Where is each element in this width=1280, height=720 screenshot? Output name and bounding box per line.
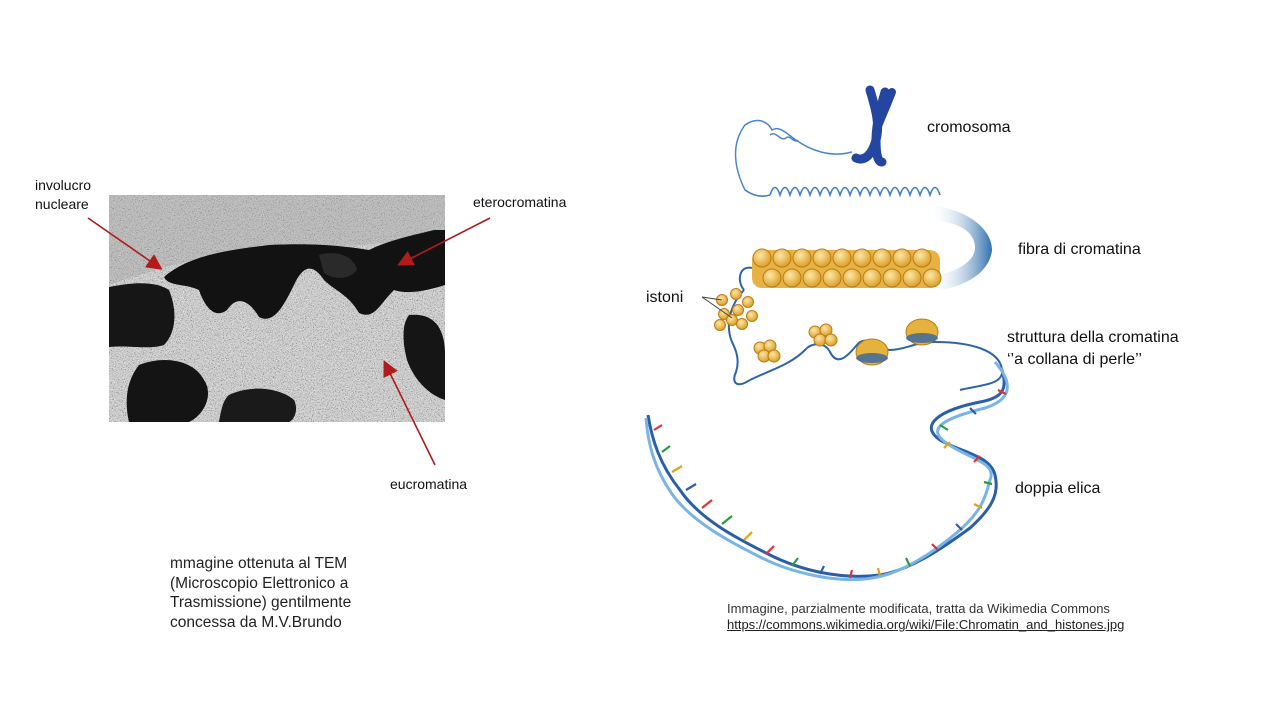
histone-cluster <box>714 288 758 331</box>
chromatin-diagram <box>644 85 1009 582</box>
label-eucromatina: eucromatina <box>390 476 468 492</box>
chromatin-fibre <box>738 248 942 291</box>
label-cromosoma: cromosoma <box>927 119 1011 136</box>
arrow-eucromatina <box>383 360 436 466</box>
tem-micrograph <box>109 195 445 422</box>
credit-link[interactable]: https://commons.wikimedia.org/wiki/File:… <box>727 617 1125 632</box>
dna-double-helix <box>644 361 1009 582</box>
credit-text: Immagine, parzialmente modificata, tratt… <box>727 601 1110 616</box>
arrow-involucro <box>87 217 163 270</box>
label-fibra-di-cromatina: fibra di cromatina <box>1018 241 1141 258</box>
label-istoni: istoni <box>646 289 684 306</box>
beads-on-string <box>749 318 1004 391</box>
label-involucro-nucleare: involucro nucleare <box>35 177 92 212</box>
arrow-eterocromatina <box>397 217 491 266</box>
label-eterocromatina: eterocromatina <box>473 194 567 210</box>
image-credit: Immagine, parzialmente modificata, tratt… <box>727 601 1167 633</box>
label-struttura-collana: struttura della cromatina ‘’a collana di… <box>1007 329 1179 368</box>
label-doppia-elica: doppia elica <box>1015 480 1101 497</box>
chromosome-icon <box>851 85 896 167</box>
tem-caption: mmagine ottenuta al TEM (Microscopio Ele… <box>170 555 352 631</box>
